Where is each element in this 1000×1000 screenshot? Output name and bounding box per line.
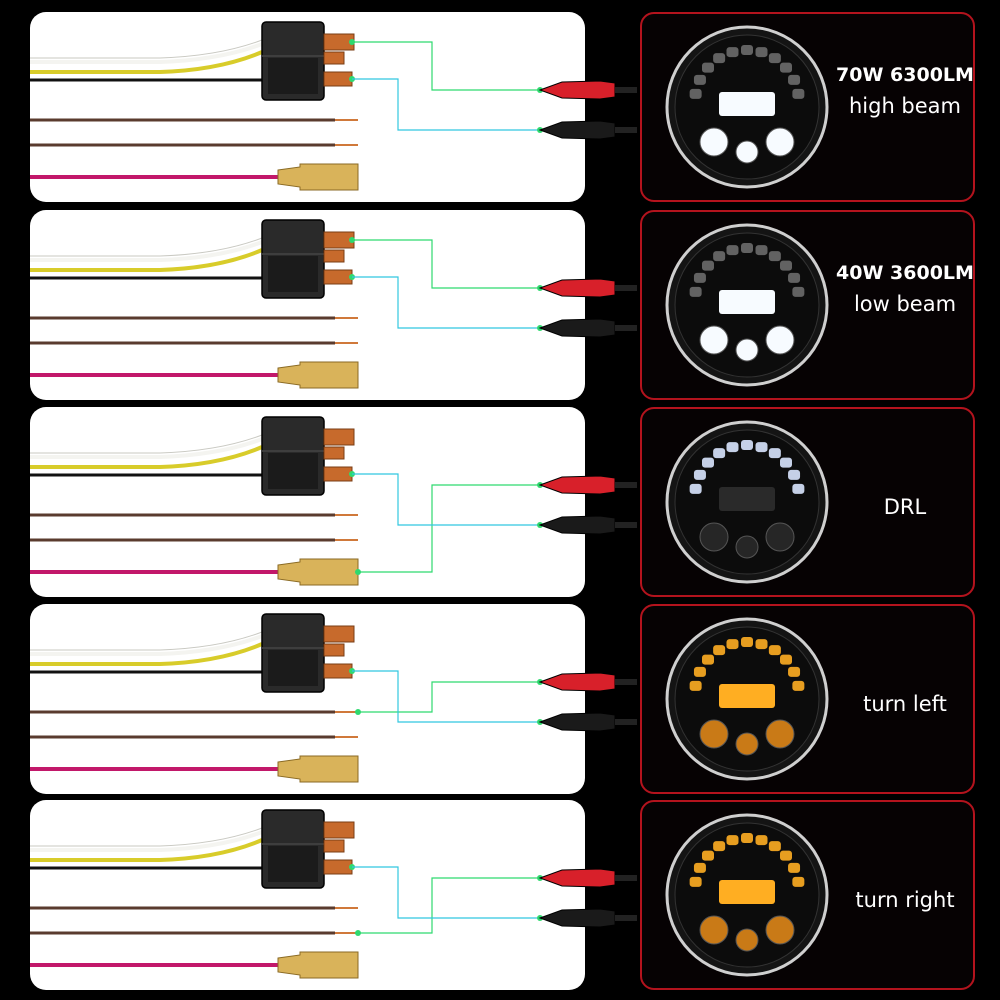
signal-wire-negative bbox=[352, 866, 540, 919]
white-wire bbox=[30, 437, 263, 459]
white-wire bbox=[30, 240, 263, 262]
spade-connector bbox=[277, 755, 359, 783]
mode-label: 70W 6300LM high beam bbox=[830, 64, 980, 118]
row-high: 70W 6300LM high beam bbox=[0, 12, 1000, 202]
red-alligator-clip bbox=[538, 80, 637, 100]
white-wire bbox=[30, 830, 263, 852]
black-alligator-clip bbox=[538, 515, 637, 535]
signal-wire-positive bbox=[358, 877, 540, 934]
mode-label: 40W 3600LM low beam bbox=[830, 262, 980, 316]
mode-name: DRL bbox=[883, 495, 927, 519]
headlight-icon bbox=[665, 813, 829, 977]
power-spec: 70W 6300LM bbox=[836, 64, 974, 86]
terminal-bottom bbox=[323, 269, 353, 285]
row-drl: DRL bbox=[0, 407, 1000, 597]
signal-wire-negative bbox=[352, 473, 540, 526]
spade-connector bbox=[277, 163, 359, 191]
terminal-bottom bbox=[323, 663, 353, 679]
wiring-svg bbox=[30, 219, 637, 389]
signal-wire-negative bbox=[352, 78, 540, 131]
mode-label: turn left bbox=[830, 684, 980, 716]
terminal-bottom bbox=[323, 466, 353, 482]
yellow-wire bbox=[30, 50, 263, 74]
mode-name: turn right bbox=[855, 888, 955, 912]
wiring-svg bbox=[30, 613, 637, 783]
mode-name: turn left bbox=[863, 692, 947, 716]
red-alligator-clip bbox=[538, 278, 637, 298]
row-low: 40W 3600LM low beam bbox=[0, 210, 1000, 400]
signal-wire-positive bbox=[352, 41, 540, 91]
signal-wire-negative bbox=[352, 670, 540, 723]
signal-wire-negative bbox=[352, 276, 540, 329]
mode-label: DRL bbox=[830, 487, 980, 519]
red-alligator-clip bbox=[538, 868, 637, 888]
headlight-icon bbox=[665, 617, 829, 781]
row-left: turn left bbox=[0, 604, 1000, 794]
signal-wire-positive bbox=[352, 239, 540, 289]
red-alligator-clip bbox=[538, 672, 637, 692]
wiring-svg bbox=[30, 416, 637, 586]
mode-name: low beam bbox=[853, 292, 957, 316]
spade-connector bbox=[277, 361, 359, 389]
row-right: turn right bbox=[0, 800, 1000, 990]
headlight-icon bbox=[665, 420, 829, 584]
wiring-svg bbox=[30, 21, 637, 191]
terminal-top bbox=[323, 428, 355, 446]
wiring-svg bbox=[30, 809, 637, 979]
black-alligator-clip bbox=[538, 908, 637, 928]
yellow-wire bbox=[30, 642, 263, 666]
terminal-top bbox=[323, 821, 355, 839]
spade-connector bbox=[277, 951, 359, 979]
signal-wire-positive bbox=[358, 484, 540, 573]
white-wire bbox=[30, 634, 263, 656]
black-alligator-clip bbox=[538, 318, 637, 338]
mode-name: high beam bbox=[848, 94, 962, 118]
white-wire bbox=[30, 42, 263, 64]
terminal-bottom bbox=[323, 71, 353, 87]
black-alligator-clip bbox=[538, 120, 637, 140]
terminal-bottom bbox=[323, 859, 353, 875]
headlight-icon bbox=[665, 223, 829, 387]
signal-wire-positive bbox=[358, 681, 540, 713]
yellow-wire bbox=[30, 445, 263, 469]
spade-connector bbox=[277, 558, 359, 586]
yellow-wire bbox=[30, 838, 263, 862]
terminal-top bbox=[323, 625, 355, 643]
yellow-wire bbox=[30, 248, 263, 272]
red-alligator-clip bbox=[538, 475, 637, 495]
mode-label: turn right bbox=[830, 880, 980, 912]
power-spec: 40W 3600LM bbox=[836, 262, 974, 284]
black-alligator-clip bbox=[538, 712, 637, 732]
headlight-icon bbox=[665, 25, 829, 189]
